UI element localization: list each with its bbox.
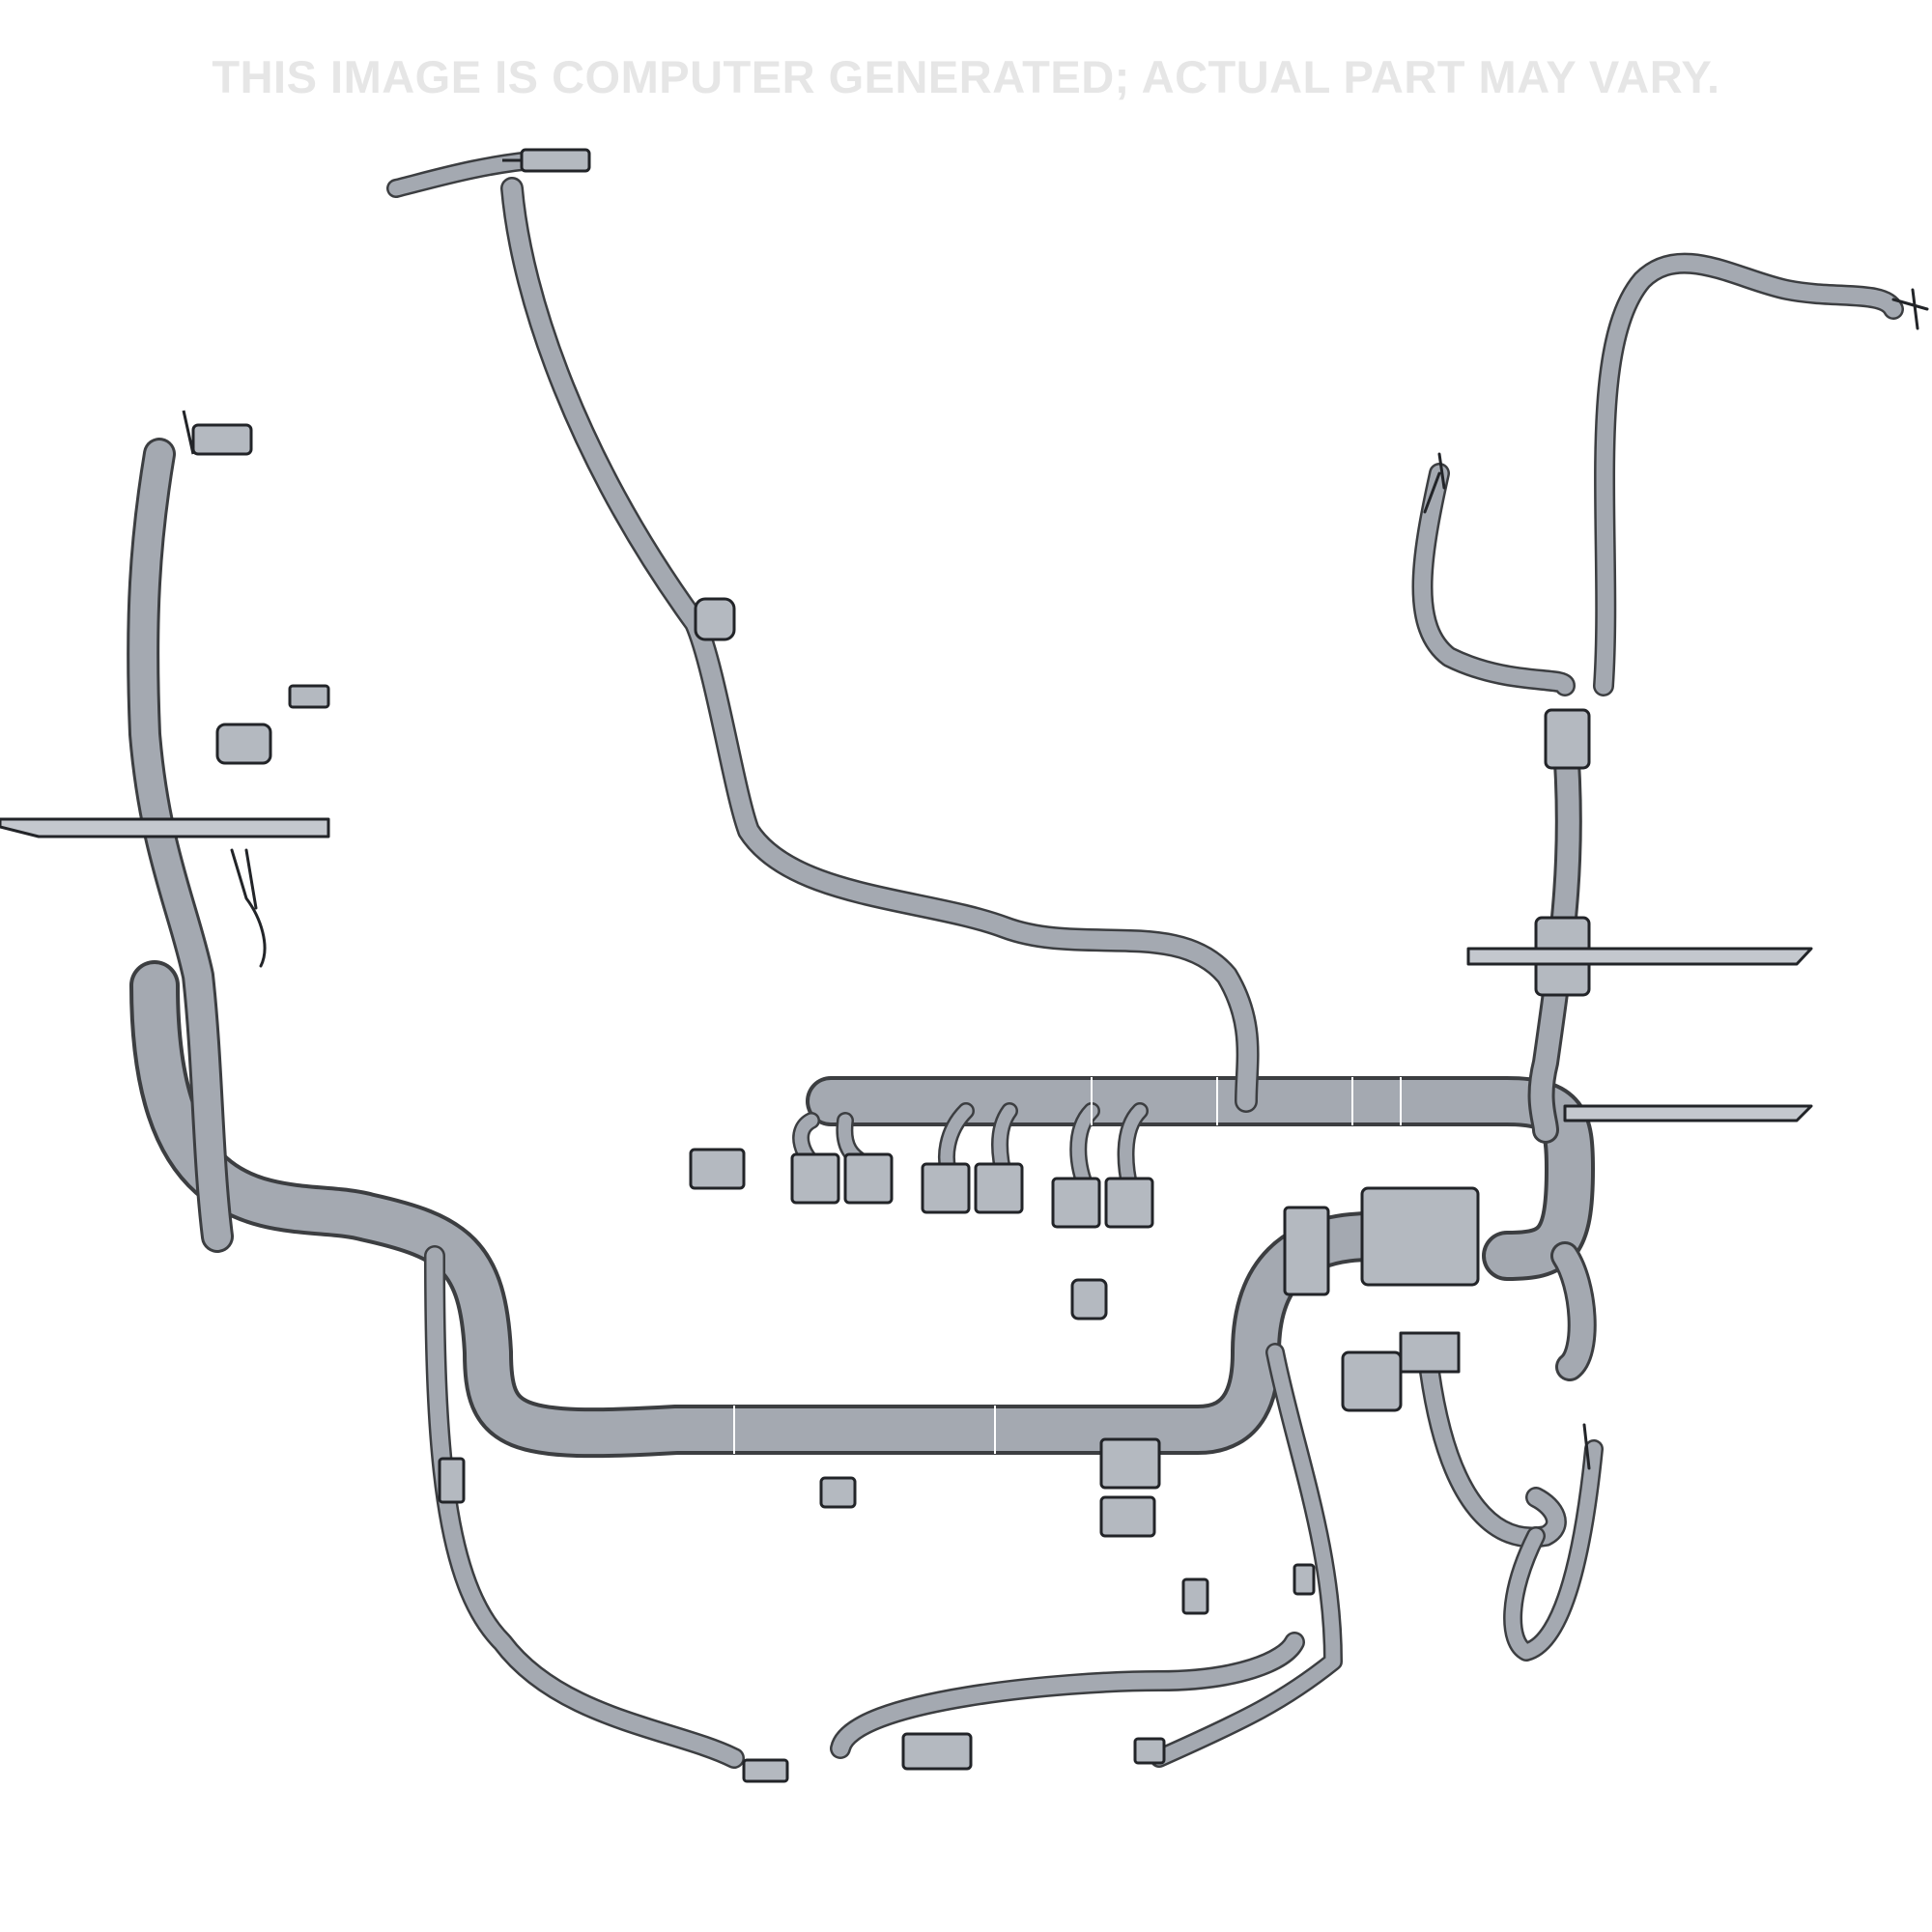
connector-right-junction [1544,708,1591,770]
cable-tie-right-lower [1563,1104,1813,1122]
connector-rail-sensor [689,1148,746,1190]
cable-tie-right-upper [1466,947,1813,966]
cable-tie-left [0,817,330,838]
tape-seams [733,1077,1402,1454]
connector-top-left-plug [502,148,591,173]
lead-wires [230,288,1929,1470]
connector-center-bottom [819,1476,857,1509]
pcm-connector-block [1283,1186,1480,1296]
connector-lower-mid [1181,1563,1316,1615]
connector-mid-sensor [694,597,736,641]
connector-bottom-right [1133,1737,1166,1765]
connector-left-pigtail [288,684,330,709]
connector-lower-left [438,1457,466,1504]
connector-small-mid [1070,1278,1108,1321]
connector-upper-left [182,410,253,456]
connector-lower-box [1341,1331,1461,1412]
upper-long-branch [386,150,1260,1113]
main-trunk [129,960,1474,1459]
disclaimer-text: THIS IMAGE IS COMPUTER GENERATED; ACTUAL… [212,51,1720,102]
connector-left-oval [215,723,272,765]
injector-connectors [790,1152,1154,1229]
left-vertical-branch [127,438,234,1253]
right-vertical-branch [1411,252,1904,1144]
connector-bottom-center [901,1732,973,1771]
connector-lower-stack [1099,1437,1161,1538]
lower-branches [424,1245,1604,1769]
connector-bottom-left [742,1758,789,1783]
